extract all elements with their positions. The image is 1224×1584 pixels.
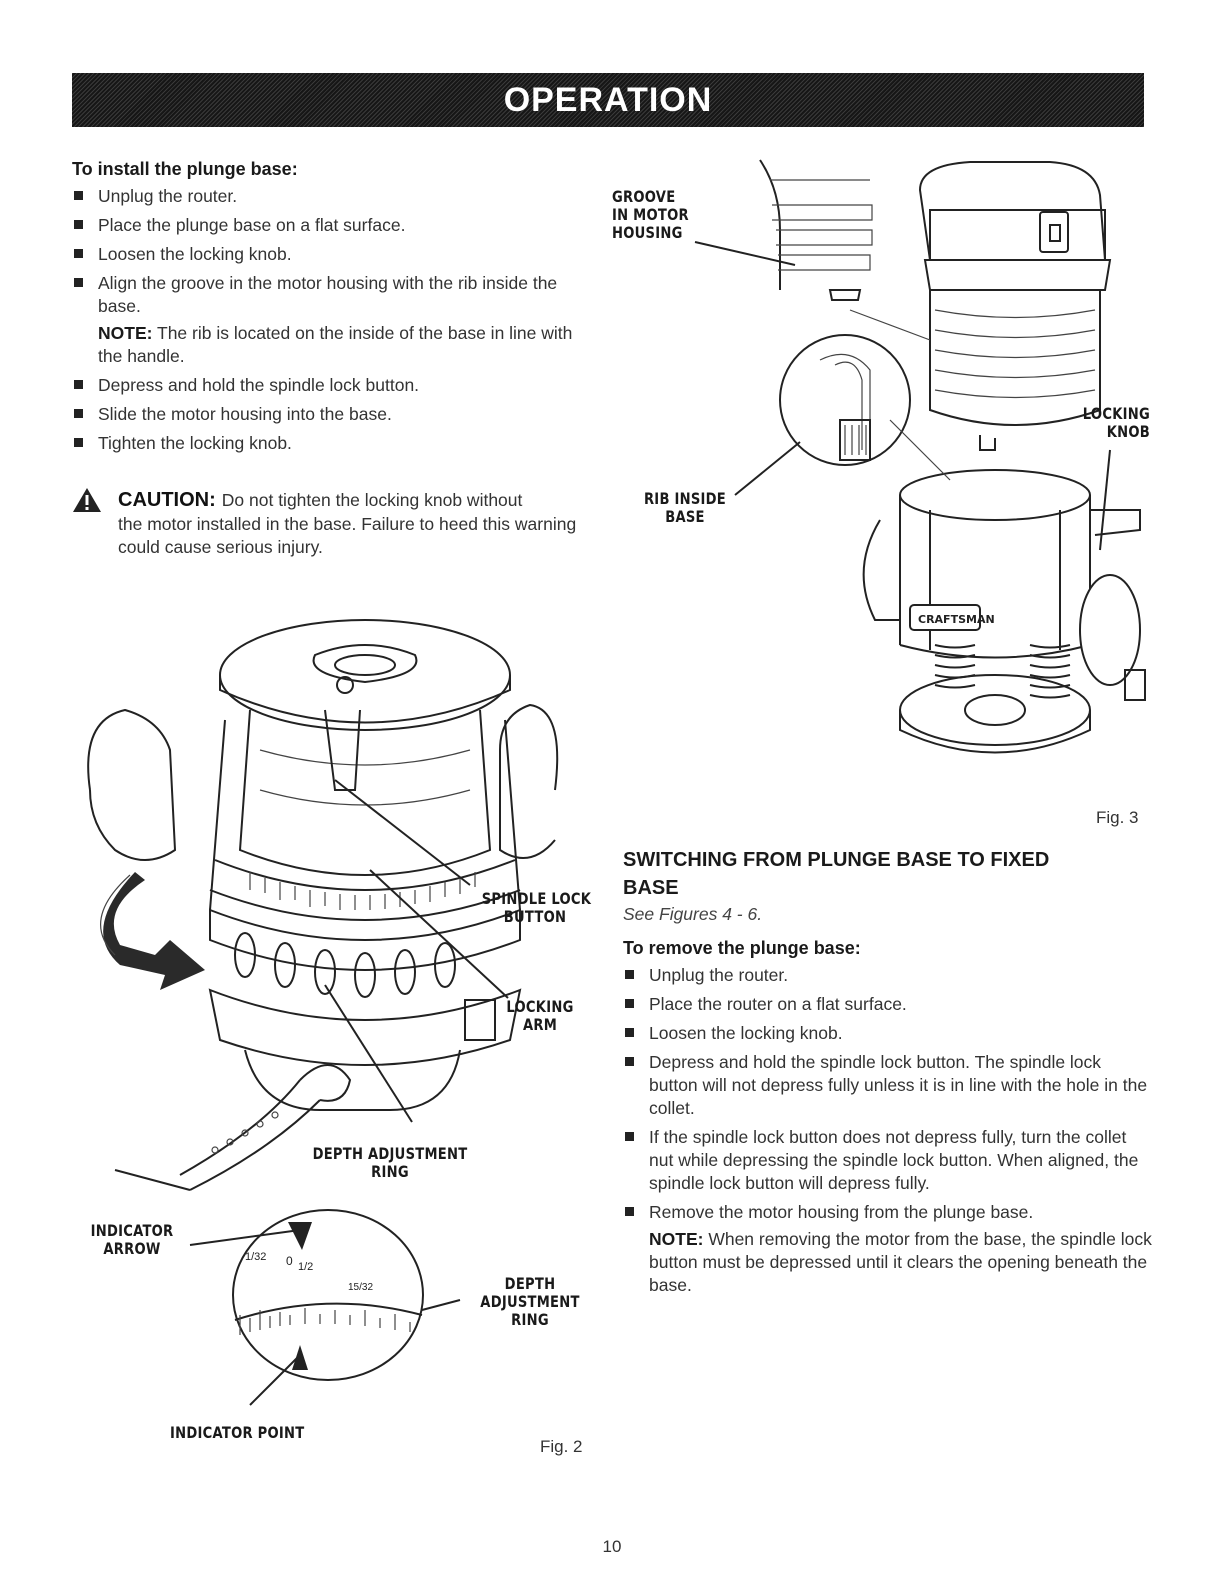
list-item: If the spindle lock button does not depr…	[623, 1126, 1153, 1195]
depth-scale-detail: 1/32 0 1/2 15/32	[232, 1209, 424, 1381]
install-note: NOTE: The rib is located on the inside o…	[72, 322, 592, 368]
label-indicator-point: INDICATOR POINT	[170, 1423, 305, 1442]
caution-label: CAUTION:	[118, 488, 216, 511]
list-item: Depress and hold the spindle lock button…	[623, 1051, 1153, 1120]
spindle-lock-leader-line	[334, 779, 471, 886]
list-item: Place the plunge base on a flat surface.	[72, 214, 592, 237]
fig2-illustration: 1/32 0 1/2 15/32	[87, 619, 559, 1406]
plunge-base-drawing: CRAFTSMAN	[862, 469, 1146, 754]
switching-section-title: SWITCHING FROM PLUNGE BASE TO FIXED BASE	[623, 849, 1050, 899]
remove-note: NOTE: When removing the motor from the b…	[623, 1228, 1153, 1297]
fig3-illustration: CRAFTSMAN	[694, 159, 1146, 754]
rotation-arrow-icon	[100, 872, 205, 990]
caution-text-line1: Do not tighten the locking knob without	[221, 489, 523, 510]
remove-instructions: To remove the plunge base: Unplug the ro…	[623, 937, 1153, 1303]
section-banner: OPERATION	[72, 73, 1144, 127]
depth-ring-leader-line	[324, 984, 413, 1123]
rib-detail-circle	[779, 334, 911, 466]
list-item: Unplug the router.	[72, 185, 592, 208]
scale-mark-1-32: 1/32	[245, 1251, 266, 1263]
note-text: The rib is located on the inside of the …	[98, 323, 573, 366]
scale-mark-1-2: 1/2	[298, 1261, 313, 1273]
warning-icon	[73, 488, 101, 512]
scale-mark-15-32: 15/32	[348, 1282, 373, 1293]
caution-block: CAUTION: Do not tighten the locking knob…	[72, 487, 602, 559]
knob-leader-line	[1099, 449, 1111, 551]
rib-leader-line	[734, 441, 801, 496]
section-title: OPERATION	[503, 80, 713, 119]
install-steps-2: Depress and hold the spindle lock button…	[72, 374, 592, 455]
depth-ring-bottom-leader-line	[421, 1299, 461, 1311]
install-heading: To install the plunge base:	[72, 159, 298, 179]
page-number: 10	[602, 1537, 622, 1556]
note-label: NOTE:	[98, 323, 153, 343]
install-steps: Unplug the router. Place the plunge base…	[72, 185, 592, 318]
motor-housing-drawing	[918, 161, 1112, 451]
install-instructions: To install the plunge base: Unplug the r…	[72, 158, 592, 461]
indicator-arrow-leader-line	[189, 1229, 301, 1246]
scale-mark-0: 0	[286, 1254, 293, 1268]
locking-arm-leader-line	[369, 869, 509, 999]
list-item: Loosen the locking knob.	[623, 1022, 1153, 1045]
list-item: Slide the motor housing into the base.	[72, 403, 592, 426]
indicator-point-leader-line	[249, 1354, 301, 1406]
list-item: Depress and hold the spindle lock button…	[72, 374, 592, 397]
list-item: Loosen the locking knob.	[72, 243, 592, 266]
list-item: Place the router on a flat surface.	[623, 993, 1153, 1016]
remove-steps: Unplug the router. Place the router on a…	[623, 964, 1153, 1224]
fig2-caption: Fig. 2	[540, 1437, 583, 1456]
list-item: Unplug the router.	[623, 964, 1153, 987]
note-text: When removing the motor from the base, t…	[649, 1229, 1152, 1295]
see-figures-reference: See Figures 4 - 6.	[623, 904, 763, 924]
list-item: Tighten the locking knob.	[72, 432, 592, 455]
list-item: Remove the motor housing from the plunge…	[623, 1201, 1153, 1224]
list-item: Align the groove in the motor housing wi…	[72, 272, 592, 318]
remove-heading: To remove the plunge base:	[623, 938, 861, 958]
fig3-caption: Fig. 3	[1096, 808, 1139, 827]
svg-text:CRAFTSMAN: CRAFTSMAN	[918, 613, 995, 626]
note-label: NOTE:	[649, 1229, 704, 1249]
groove-leader-line	[694, 241, 796, 266]
caution-text-rest: the motor installed in the base. Failure…	[118, 514, 577, 557]
groove-detail-drawing	[759, 159, 873, 301]
router-drawing	[87, 619, 559, 1191]
